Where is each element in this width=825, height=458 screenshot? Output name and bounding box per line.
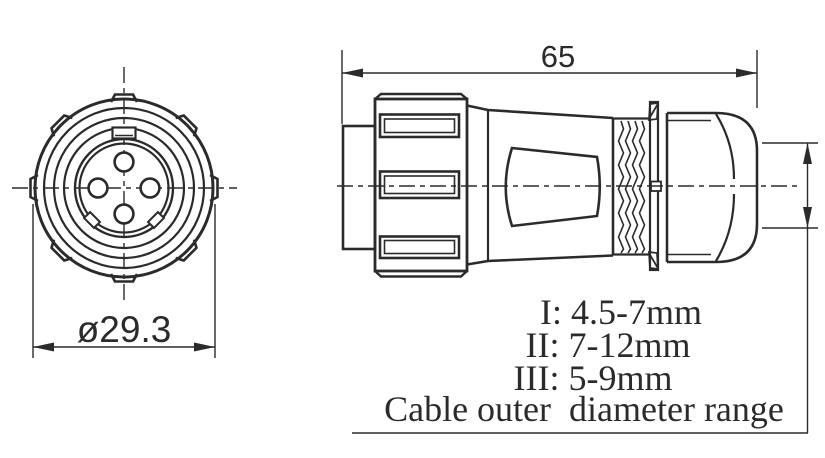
grip-lobe <box>109 93 139 103</box>
flange-top-slot <box>648 101 659 122</box>
cable-diameter-dimension <box>762 142 818 433</box>
keyway-notch <box>111 126 137 140</box>
index-notch <box>82 210 102 230</box>
gland-dome-arc-bottom <box>715 193 736 262</box>
length-dimension <box>341 50 758 124</box>
length-dimension-label: 65 <box>541 39 575 74</box>
housing-body <box>466 104 615 266</box>
gland-dome-arc-top <box>715 113 736 180</box>
arrowhead-up <box>803 143 812 164</box>
grip-lobe <box>109 273 139 283</box>
pin-hole-bottom <box>113 203 135 225</box>
cable-note: I: 4.5-7mm II: 7-12mm III: 5-9mm Cable o… <box>384 292 784 429</box>
grip-slot <box>378 235 461 260</box>
pin-hole-top <box>113 151 135 173</box>
outer-ring-circle <box>33 97 215 279</box>
diameter-dimension-label: ø29.3 <box>77 309 172 350</box>
arrowhead-left <box>33 342 54 352</box>
grip-lobe <box>50 239 73 262</box>
cable-range-line-3: III: 5-9mm <box>514 358 673 398</box>
grip-slot <box>378 170 461 200</box>
coupling-ring-body <box>373 97 469 273</box>
ring-circle <box>52 116 196 260</box>
flange-bottom-slot <box>648 250 659 271</box>
grommet-cone <box>504 146 602 228</box>
coupling-ring-bottom-chamfer <box>374 270 468 278</box>
diameter-dimension <box>32 204 216 358</box>
flange-top-slot-diagonal <box>648 104 659 119</box>
front-view <box>12 67 237 358</box>
grip-lobes <box>29 93 219 283</box>
coupling-ring-top-chamfer <box>374 92 468 100</box>
keyway-and-notches <box>82 126 166 230</box>
grip-lobe <box>50 114 73 137</box>
side-view <box>337 50 818 433</box>
arrowhead-right <box>194 342 215 352</box>
thread-section <box>613 117 650 256</box>
cable-range-line-2: II: 7-12mm <box>526 325 691 365</box>
pin-hole-left <box>87 177 109 199</box>
front-view-rings <box>33 97 215 279</box>
gland-outline <box>667 111 759 264</box>
grip-lobe <box>209 173 219 203</box>
cable-range-line-1: I: 4.5-7mm <box>540 292 702 332</box>
coupling-ring <box>373 92 469 278</box>
grip-slot-inner <box>383 239 456 255</box>
thread-crest <box>638 120 646 254</box>
pin-hole-right <box>139 177 161 199</box>
cable-gland-nut <box>665 111 759 264</box>
thread-crest <box>624 120 632 254</box>
thread-crest <box>617 120 625 254</box>
front-view-centerlines <box>12 67 237 303</box>
pin-holes <box>87 151 161 225</box>
ring-circle <box>42 106 206 270</box>
arrowhead-left <box>342 68 363 78</box>
socket-rim-inner-circle <box>78 142 170 234</box>
grip-slot-inner <box>383 175 456 195</box>
grip-slot-inner <box>383 118 456 134</box>
arrowhead-right <box>736 68 757 78</box>
grip-slot <box>378 113 461 139</box>
grip-lobe <box>175 114 198 137</box>
grip-lobe <box>29 173 39 203</box>
cable-note-caption: Cable outer diameter range <box>384 389 784 429</box>
flange-bottom-slot-diagonal <box>648 253 659 268</box>
arrowhead-down <box>803 207 812 228</box>
grip-lobe <box>175 239 198 262</box>
mating-end-stub <box>341 124 377 251</box>
index-notch <box>146 210 166 230</box>
thread-crest <box>631 120 639 254</box>
